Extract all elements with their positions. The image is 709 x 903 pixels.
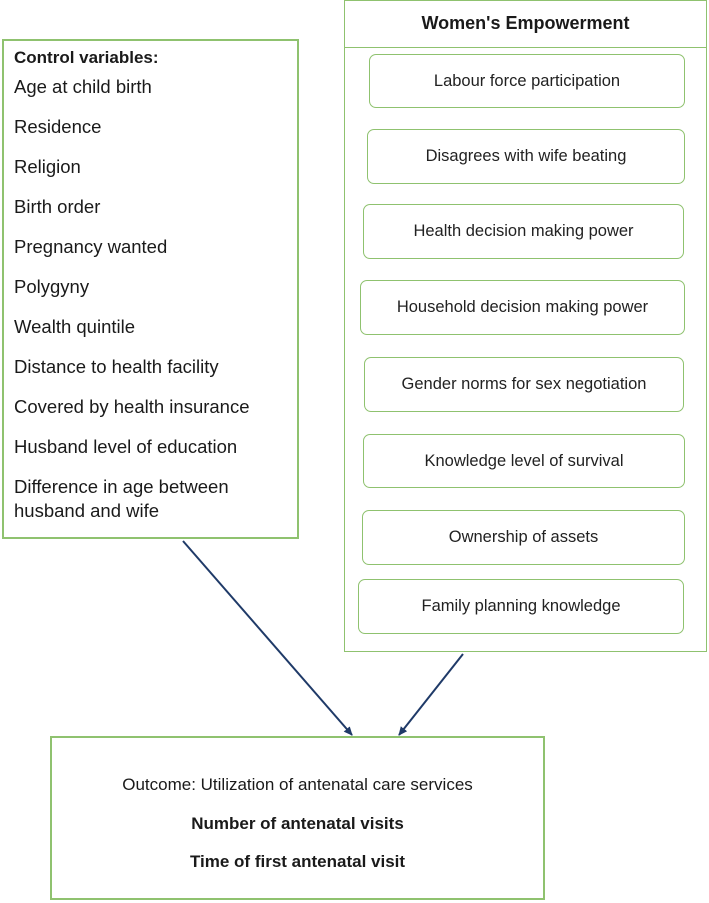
control-variable-item: Residence (14, 116, 102, 137)
control-variables-title: Control variables: (14, 48, 159, 67)
outcome-box: Outcome: Utilization of antenatal care s… (50, 736, 545, 900)
control-variable-item: Religion (14, 156, 81, 177)
empowerment-item-box: Family planning knowledge (358, 579, 684, 634)
womens-empowerment-title: Women's Empowerment (345, 1, 706, 48)
control-variables-box: Control variables: Age at child birth Re… (2, 39, 299, 539)
control-variable-item: Covered by health insurance (14, 396, 250, 417)
control-variable-item: Wealth quintile (14, 316, 136, 337)
outcome-item: Time of first antenatal visit (189, 852, 406, 871)
empowerment-item-box: Household decision making power (360, 280, 685, 335)
empowerment-item-box: Labour force participation (369, 54, 685, 108)
control-variable-item: Age at child birth (14, 76, 152, 97)
control-variable-item: Distance to health facility (14, 356, 219, 377)
outcome-label: Outcome: Utilization of antenatal care s… (122, 775, 473, 794)
arrow-empowerment-to-outcome (398, 653, 464, 736)
empowerment-item-box: Ownership of assets (362, 510, 685, 565)
empowerment-item-box: Disagrees with wife beating (367, 129, 685, 184)
control-variable-item: Polygyny (14, 276, 90, 297)
outcome-item: Number of antenatal visits (191, 814, 404, 833)
control-variable-item: Pregnancy wanted (14, 236, 168, 257)
control-variable-item: Difference in age between husband and wi… (14, 476, 229, 521)
empowerment-item-box: Gender norms for sex negotiation (364, 357, 684, 412)
arrow-control-to-outcome (182, 540, 353, 736)
control-variables-list: Age at child birth Residence Religion Bi… (14, 75, 289, 523)
empowerment-item-box: Knowledge level of survival (363, 434, 685, 488)
empowerment-item-box: Health decision making power (363, 204, 684, 259)
control-variable-item: Husband level of education (14, 436, 238, 457)
control-variable-item: Birth order (14, 196, 101, 217)
